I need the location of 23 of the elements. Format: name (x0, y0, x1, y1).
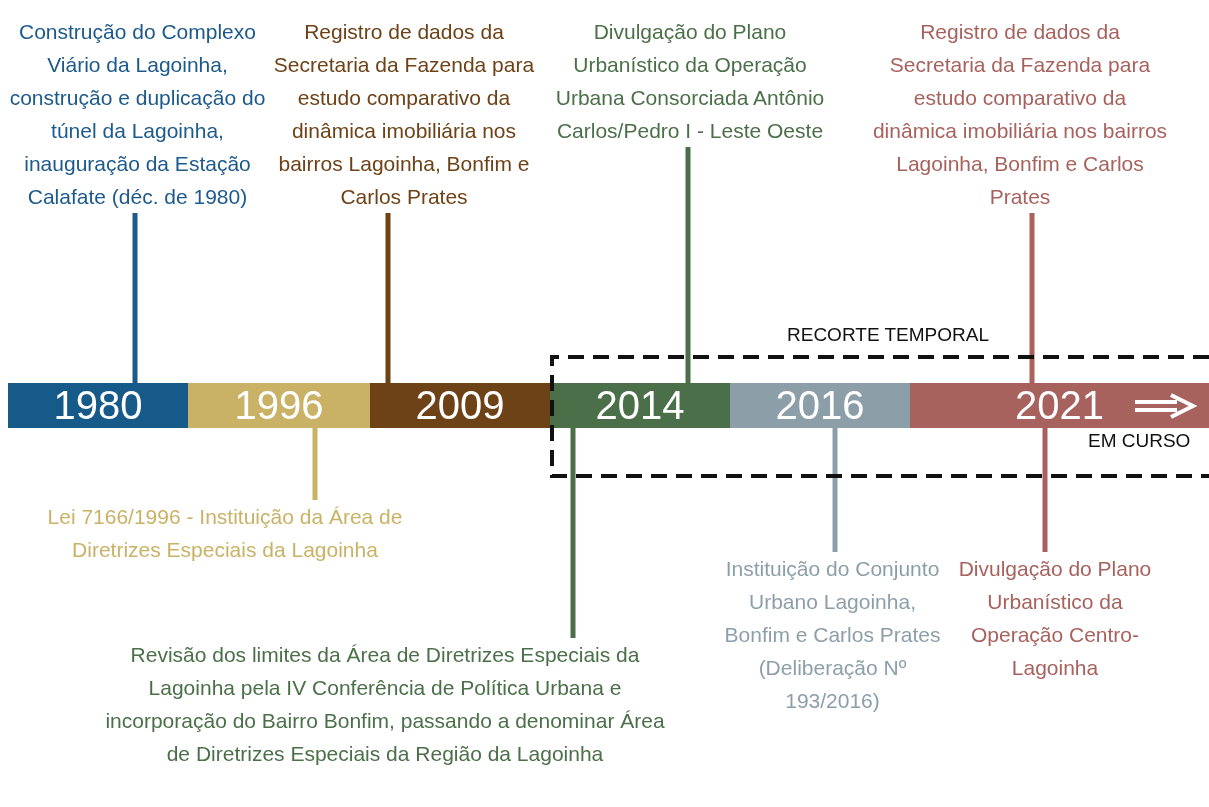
leader-line (385, 213, 391, 383)
frame-title: RECORTE TEMPORAL (787, 324, 989, 346)
event-description: Registro de dados da Secretaria da Fazenda para estudo comparativo da dinâmica imobiliária nos bairros Lagoinha, Bonfim e Carlos Prates (870, 15, 1170, 213)
year-label: 1980 (53, 383, 143, 428)
leader-line (570, 428, 576, 638)
leader-line (1042, 428, 1048, 552)
leader-line (1029, 213, 1035, 383)
frame-label: EM CURSO (1088, 430, 1191, 452)
timeline-segment (370, 383, 550, 428)
leader-line (312, 428, 318, 500)
year-label: 2014 (595, 383, 685, 428)
leader-line (832, 428, 838, 552)
timeline-segment (188, 383, 370, 428)
leader-line (685, 147, 691, 383)
year-label: 2016 (775, 383, 865, 428)
year-label: 2009 (415, 383, 505, 428)
timeline-segment (8, 383, 188, 428)
year-label: 1996 (234, 383, 324, 428)
year-label: 2021 (1015, 383, 1104, 428)
event-description: Revisão dos limites da Área de Diretrizes Especiais da Lagoinha pela IV Conferência de Política Urbana e incorporação do Bairro Bonfim, passando a denominar Área de Diretrizes Especiais da Região da Lagoinha (100, 638, 670, 770)
leader-line (132, 213, 138, 383)
event-description: Divulgação do Plano Urbanístico da Operação Urbana Consorciada Antônio Carlos/Pedro I - Leste Oeste (555, 15, 825, 147)
event-description: Lei 7166/1996 - Instituição da Área de Diretrizes Especiais da Lagoinha (10, 500, 440, 566)
